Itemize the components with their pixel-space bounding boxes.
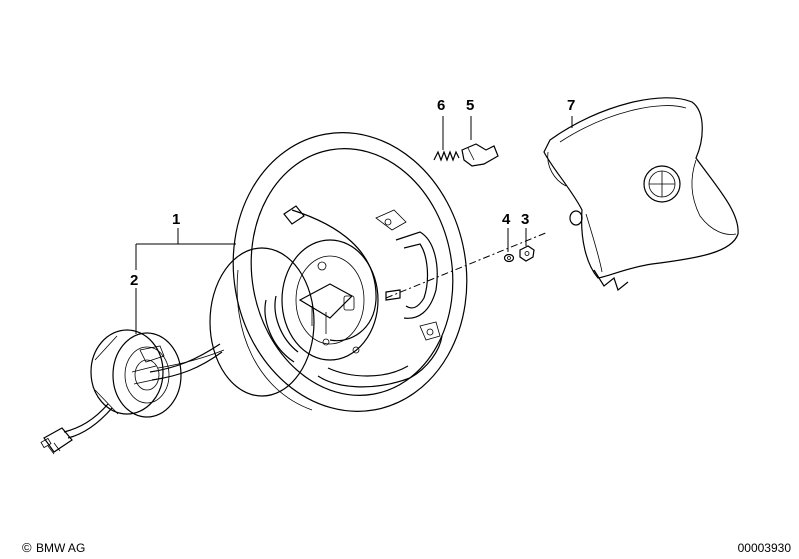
callout-2: 2 [130, 272, 138, 289]
callout-6: 6 [437, 97, 445, 114]
copyright-text: BMW AG [35, 541, 86, 555]
copyright-symbol: © [22, 540, 32, 555]
callout-7: 7 [567, 97, 575, 114]
airbag-module-drawing [543, 97, 739, 292]
callout-4: 4 [502, 211, 511, 228]
callout-5: 5 [466, 97, 474, 114]
steering-wheel-drawing [209, 132, 468, 412]
callout-3: 3 [521, 211, 529, 228]
spring-drawing [433, 150, 460, 162]
leader-lines [135, 116, 573, 334]
assembly-axis-line [385, 231, 549, 299]
image-number: 00003930 [737, 541, 791, 555]
nut-drawing [519, 245, 535, 262]
callout-1: 1 [172, 211, 180, 228]
slip-ring-drawing [40, 329, 225, 455]
copyright-label: © BMW AG [22, 540, 85, 555]
clip-drawing [461, 143, 499, 167]
washer-drawing [503, 253, 515, 263]
connector-plug-drawing [40, 427, 73, 455]
